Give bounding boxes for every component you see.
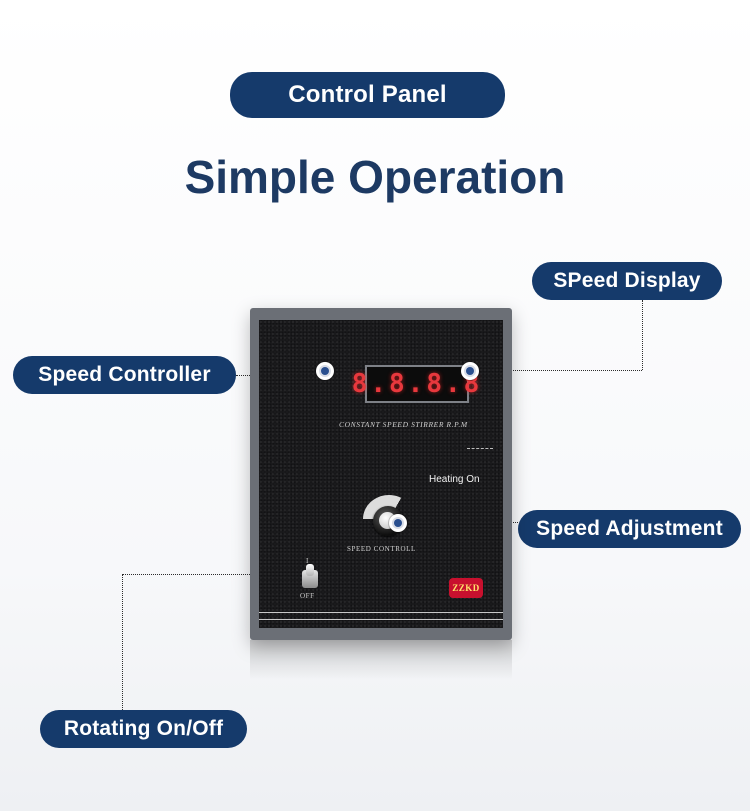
speed-display: 8.8.8.8 xyxy=(352,365,479,403)
page-headline: Simple Operation xyxy=(184,151,566,203)
switch-on-mark: I xyxy=(306,557,309,565)
trim-stripe xyxy=(259,612,503,613)
callout-speed-display: SPeed Display xyxy=(532,262,722,300)
control-panel-tag: Control Panel xyxy=(230,72,505,118)
leader-rotating-vertical xyxy=(122,574,123,710)
marker-speed-adjustment-icon xyxy=(389,514,407,532)
trim-stripe xyxy=(259,619,503,620)
stirrer-control-panel: 8.8.8.8 CONSTANT SPEED STIRRER R.P.M Hea… xyxy=(250,308,512,640)
leader-speed-display-horizontal xyxy=(475,370,642,371)
speed-control-label: SPEED CONTROLL xyxy=(347,545,416,553)
brand-logo: ZZKD xyxy=(449,578,483,598)
heating-indicator-dash xyxy=(467,448,493,449)
marker-speed-controller-icon xyxy=(316,362,334,380)
heating-label: Heating On xyxy=(429,474,480,485)
callout-speed-adjustment: Speed Adjustment xyxy=(518,510,741,548)
callout-rotating-on-off: Rotating On/Off xyxy=(40,710,247,748)
switch-off-label: OFF xyxy=(300,592,315,600)
rpm-label: CONSTANT SPEED STIRRER R.P.M xyxy=(339,420,468,429)
leader-speed-display-vertical xyxy=(642,300,643,370)
marker-speed-display-icon xyxy=(461,362,479,380)
leader-rotating-horizontal xyxy=(122,574,300,575)
callout-speed-controller: Speed Controller xyxy=(13,356,236,394)
toggle-lever-icon[interactable] xyxy=(306,564,314,576)
device-reflection xyxy=(250,640,512,680)
control-face: 8.8.8.8 CONSTANT SPEED STIRRER R.P.M Hea… xyxy=(259,320,503,628)
